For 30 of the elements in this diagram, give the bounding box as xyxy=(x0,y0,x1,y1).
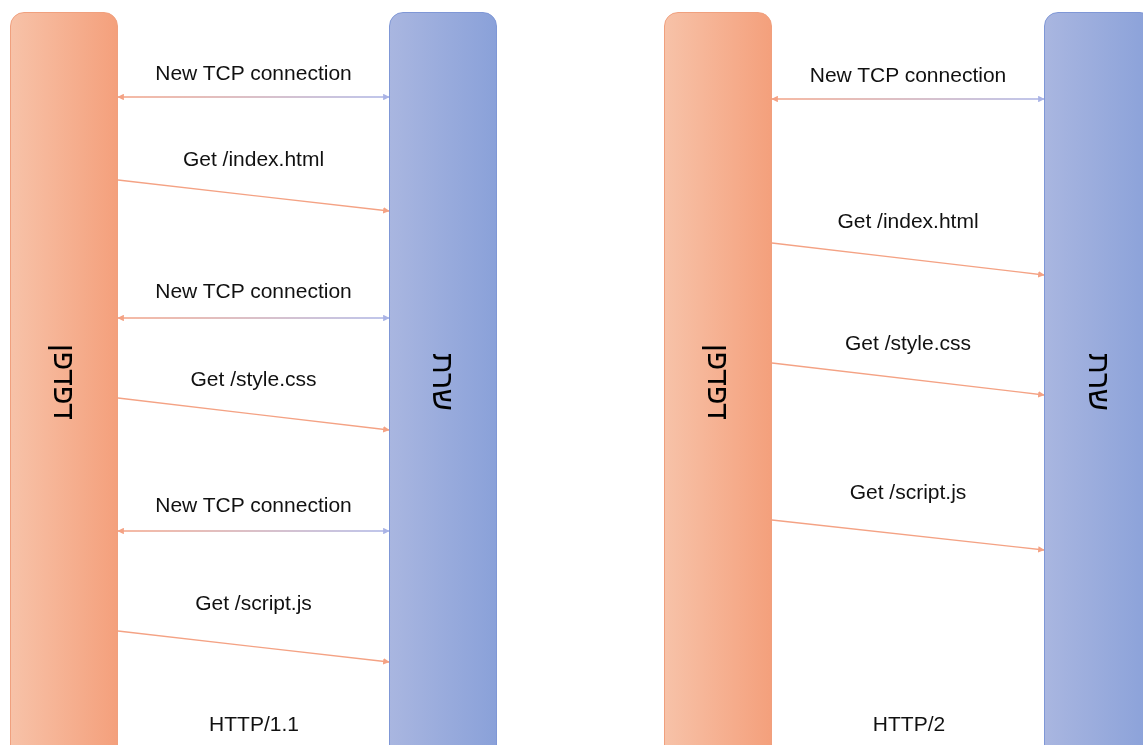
edge-label: Get /index.html xyxy=(182,147,325,171)
arrow xyxy=(117,630,390,665)
edge-label: New TCP connection xyxy=(155,61,352,85)
browser-lifeline xyxy=(10,12,118,745)
lifeline-title: שרת xyxy=(1082,353,1116,411)
protocol-label: HTTP/2 xyxy=(872,712,946,736)
edge-label: New TCP connection xyxy=(155,279,352,303)
server-lifeline xyxy=(1044,12,1143,745)
edge-label: Get /style.css xyxy=(190,367,317,391)
edge-label: New TCP connection xyxy=(155,493,352,517)
browser-lifeline xyxy=(664,12,772,745)
edge-label: Get /script.js xyxy=(195,591,312,615)
arrow xyxy=(117,314,390,322)
arrow xyxy=(771,95,1045,103)
arrow xyxy=(117,179,390,214)
arrow xyxy=(117,527,390,535)
server-lifeline xyxy=(389,12,497,745)
arrow xyxy=(771,242,1045,278)
lifeline-title: שרת xyxy=(426,353,460,411)
arrow xyxy=(771,362,1045,398)
edge-label: Get /script.js xyxy=(849,480,967,504)
arrow xyxy=(117,397,390,433)
lifeline-title: דפדפן xyxy=(701,344,735,420)
lifeline-title: דפדפן xyxy=(47,344,81,420)
edge-label: New TCP connection xyxy=(809,63,1007,87)
protocol-label: HTTP/1.1 xyxy=(209,712,299,736)
edge-label: Get /index.html xyxy=(837,209,979,233)
arrow xyxy=(771,519,1045,553)
edge-label: Get /style.css xyxy=(845,331,971,355)
arrow xyxy=(117,93,390,101)
